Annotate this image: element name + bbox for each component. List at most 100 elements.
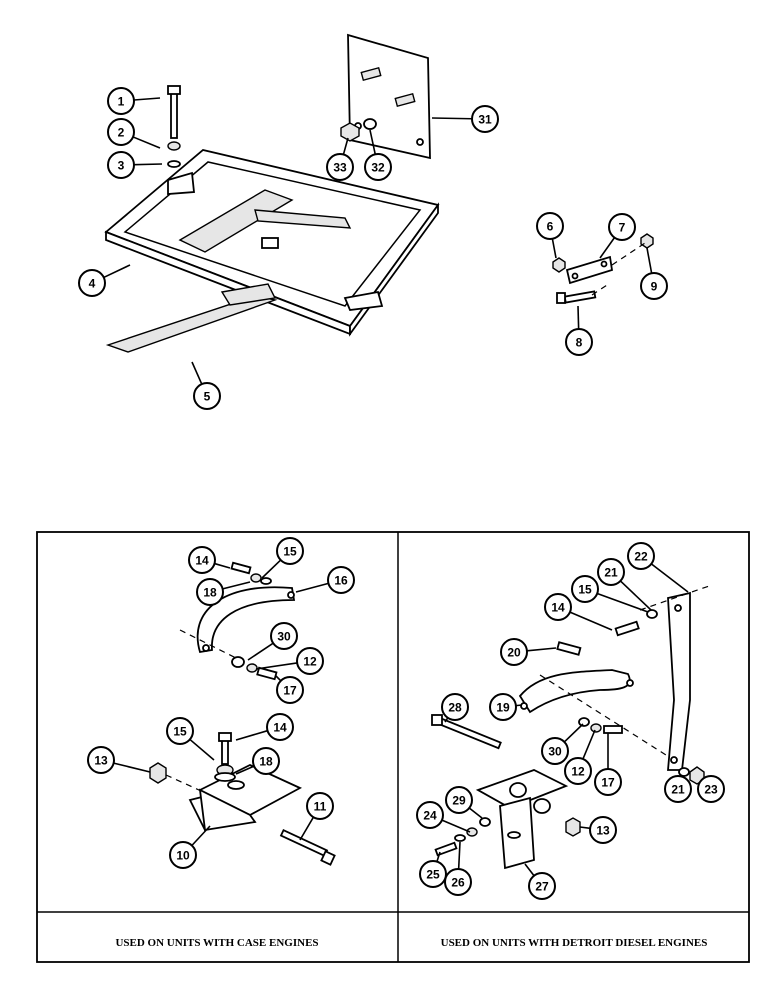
left-callout-circle-15	[166, 717, 194, 745]
bottom-panel-frame	[36, 531, 750, 963]
left-callout-circle-18	[252, 747, 280, 775]
right-callout-label-13: 13	[596, 824, 610, 838]
right-callout-circle-27	[528, 872, 556, 900]
left-callout-label-12: 12	[303, 655, 317, 669]
left-callout-circle-11	[306, 792, 334, 820]
right-callout-circle-26	[444, 868, 472, 896]
right-callout-label-12: 12	[571, 765, 585, 779]
left-callout-label-11: 11	[314, 800, 327, 814]
left-callout-label-18: 18	[203, 586, 217, 600]
left-callout-circle-10	[169, 841, 197, 869]
right-callout-circle-17	[594, 768, 622, 796]
left-callout-circle-18	[196, 578, 224, 606]
right-callout-label-21: 21	[671, 783, 685, 797]
top-leader-line-33	[342, 137, 349, 155]
top-leader-line-3	[133, 163, 163, 166]
left-callout-circle-15	[276, 537, 304, 565]
left-callout-circle-12	[296, 647, 324, 675]
right-callout-circle-19	[489, 693, 517, 721]
top-callout-circle-8	[565, 328, 593, 356]
right-callout-circle-12	[564, 757, 592, 785]
right-callout-circle-22	[627, 542, 655, 570]
top-callout-label-5: 5	[204, 390, 211, 404]
right-callout-label-23: 23	[704, 783, 718, 797]
left-leader-line-14	[235, 729, 268, 741]
right-callout-label-14: 14	[551, 601, 565, 615]
top-callout-label-33: 33	[333, 161, 347, 175]
top-callout-label-3: 3	[118, 159, 125, 173]
right-callout-label-27: 27	[535, 880, 549, 894]
top-callout-label-1: 1	[118, 95, 125, 109]
left-leader-line-11	[299, 816, 315, 841]
right-callout-label-20: 20	[507, 646, 521, 660]
left-callout-label-14: 14	[273, 721, 287, 735]
top-callout-circle-31	[471, 105, 499, 133]
top-callout-circle-1	[107, 87, 135, 115]
top-callout-circle-6	[536, 212, 564, 240]
left-leader-line-16	[295, 582, 329, 593]
right-callout-circle-23	[697, 775, 725, 803]
top-callout-circle-33	[326, 153, 354, 181]
right-callout-label-26: 26	[451, 876, 465, 890]
right-leader-line-20	[526, 647, 557, 652]
top-callout-circle-9	[640, 272, 668, 300]
top-callout-circle-7	[608, 213, 636, 241]
right-callout-circle-21	[597, 558, 625, 586]
right-callout-circle-30	[541, 737, 569, 765]
left-callout-circle-13	[87, 746, 115, 774]
top-callout-circle-3	[107, 151, 135, 179]
right-leader-line-29	[468, 807, 483, 819]
right-callout-circle-24	[416, 801, 444, 829]
top-leader-line-32	[369, 129, 377, 155]
caption-detroit-diesel-engines: USED ON UNITS WITH DETROIT DIESEL ENGINE…	[441, 937, 708, 949]
top-callout-label-4: 4	[89, 277, 96, 291]
top-callout-label-8: 8	[576, 336, 583, 350]
right-callout-label-30: 30	[548, 745, 562, 759]
top-leader-line-8	[577, 305, 580, 330]
right-callout-label-24: 24	[423, 809, 437, 823]
right-callout-circle-28	[441, 693, 469, 721]
left-leader-line-15	[189, 738, 215, 761]
nut-part	[340, 118, 377, 142]
left-leader-line-13	[113, 762, 151, 773]
strip-part	[105, 283, 278, 353]
left-leader-line-15	[261, 559, 282, 579]
left-callout-label-14: 14	[195, 554, 209, 568]
left-leader-line-12	[255, 662, 298, 670]
left-callout-label-16: 16	[334, 574, 348, 588]
left-callout-label-17: 17	[283, 684, 297, 698]
left-leader-line-18	[222, 581, 251, 590]
right-leader-line-30	[563, 723, 584, 743]
right-callout-label-22: 22	[634, 550, 648, 564]
right-leader-line-14	[569, 611, 613, 631]
right-callout-label-28: 28	[448, 701, 462, 715]
left-callout-label-15: 15	[173, 725, 187, 739]
left-callout-circle-14	[266, 713, 294, 741]
right-leader-line-22	[650, 563, 689, 593]
right-callout-circle-25	[419, 860, 447, 888]
left-callout-circle-14	[188, 546, 216, 574]
right-callout-label-21: 21	[604, 566, 618, 580]
right-callout-label-25: 25	[426, 868, 440, 882]
left-callout-label-30: 30	[277, 630, 291, 644]
top-callout-label-6: 6	[547, 220, 554, 234]
left-leader-line-14	[214, 562, 231, 569]
top-callout-label-32: 32	[371, 161, 385, 175]
left-callout-label-13: 13	[94, 754, 108, 768]
bolt-part	[167, 85, 181, 168]
right-leader-line-19	[515, 704, 523, 707]
top-leader-line-31	[431, 117, 473, 120]
left-callout-circle-16	[327, 566, 355, 594]
link-part	[552, 233, 654, 304]
right-leader-line-13	[579, 826, 591, 830]
right-callout-label-15: 15	[578, 583, 592, 597]
right-callout-label-17: 17	[601, 776, 615, 790]
right-callout-label-19: 19	[496, 701, 510, 715]
right-callout-circle-21	[664, 775, 692, 803]
top-callout-circle-4	[78, 269, 106, 297]
right-leader-line-21	[619, 580, 652, 611]
left-callout-label-15: 15	[283, 545, 297, 559]
left-leader-line-30	[247, 642, 274, 661]
top-leader-line-7	[599, 237, 616, 259]
